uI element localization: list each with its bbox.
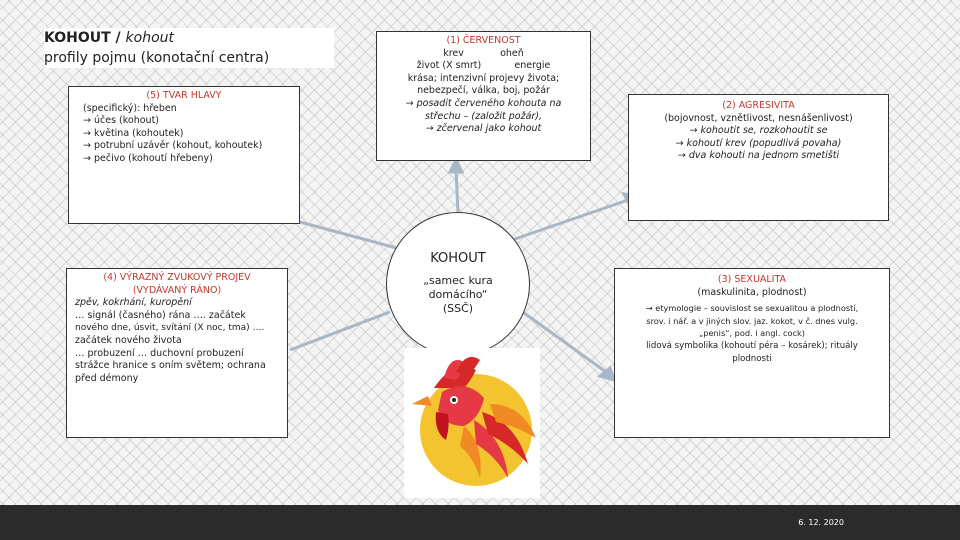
arrow-sexualita bbox=[596, 365, 617, 383]
hub-definition: „samec kura domácího“ (SSČ) bbox=[387, 274, 529, 316]
box-line: střechu – (založit požár), bbox=[424, 110, 543, 122]
box-line: krása; intenzivní projevy života; bbox=[407, 72, 560, 84]
arrow-cervenost bbox=[447, 156, 465, 174]
box-line: nebezpečí, válka, boj, požár bbox=[417, 85, 550, 97]
rooster-icon bbox=[412, 356, 536, 486]
box-line: → květina (kohoutek) bbox=[83, 127, 184, 139]
title-main: KOHOUT / kohout bbox=[44, 30, 175, 46]
box-line: → kohoutit se, rozkohoutit se bbox=[689, 125, 828, 137]
footer-bar: 6. 12. 2020 bbox=[0, 505, 960, 540]
connector-agresivita bbox=[511, 198, 629, 242]
connector-sexualita bbox=[519, 308, 607, 374]
box-line: → etymologie – souvislost se sexualitou … bbox=[645, 303, 859, 314]
box-line: → posadit červeného kohouta na bbox=[405, 97, 562, 109]
box-line: (specifický): hřeben bbox=[83, 102, 177, 114]
box-line: život (X smrt) energie bbox=[416, 60, 551, 72]
hub-def-1: „samec kura bbox=[423, 274, 493, 287]
box-line: „penis“, pod. i angl. cock) bbox=[699, 328, 805, 339]
box-zvukovy-head-1: (4) VÝRAZNÝ ZVUKOVÝ PROJEV bbox=[103, 272, 251, 283]
box-line: → zčervenal jako kohout bbox=[425, 123, 542, 135]
box-line: krev oheň bbox=[443, 47, 524, 59]
box-cervenost: (1) ČERVENOST krev oheň život (X smrt) e… bbox=[376, 31, 591, 161]
footer-date: 6. 12. 2020 bbox=[798, 518, 844, 527]
box-line: srov. i nář. a v jiných slov. jaz. kokot… bbox=[646, 315, 858, 326]
box-sexualita-head: (3) SEXUALITA bbox=[717, 274, 787, 285]
box-tvar-head: (5) TVAR HLAVY bbox=[146, 90, 222, 101]
box-line: nového dne, úsvit, svítání (X noc, tma) … bbox=[75, 323, 265, 334]
connector-zvukovy bbox=[289, 310, 391, 352]
hub-source: (SSČ) bbox=[442, 302, 474, 315]
box-tvar: (5) TVAR HLAVY (specifický): hřeben → úč… bbox=[68, 86, 300, 224]
box-line: strážce hranice s oním světem; ochrana bbox=[75, 360, 266, 372]
box-line: → kohoutí krev (popudlivá povaha) bbox=[675, 137, 842, 149]
hub-kohout: KOHOUT „samec kura domácího“ (SSČ) bbox=[386, 212, 530, 356]
title-sub: profily pojmu (konotační centra) bbox=[44, 50, 270, 66]
box-zvukovy: (4) VÝRAZNÝ ZVUKOVÝ PROJEV (VYDÁVANÝ RÁN… bbox=[66, 268, 288, 438]
connector-tvar bbox=[299, 220, 405, 252]
box-cervenost-head: (1) ČERVENOST bbox=[446, 35, 521, 46]
box-line: → potrubní uzávěr (kohout, kohoutek) bbox=[83, 140, 263, 152]
box-line: zpěv, kokrhání, kuropění bbox=[75, 297, 192, 309]
box-agresivita-head: (2) AGRESIVITA bbox=[722, 100, 795, 111]
rooster-image bbox=[404, 348, 540, 498]
box-line: před démony bbox=[75, 372, 139, 384]
hub-label: KOHOUT bbox=[430, 251, 486, 266]
hub-def-2: domácího“ bbox=[428, 288, 488, 301]
box-agresivita: (2) AGRESIVITA (bojovnost, vznětlivost, … bbox=[628, 94, 889, 221]
slide-title: KOHOUT / kohout profily pojmu (konotační… bbox=[44, 28, 334, 68]
box-line: → pečivo (kohoutí hřebeny) bbox=[83, 152, 213, 164]
box-line: (bojovnost, vznětlivost, nesnášenlivost) bbox=[664, 112, 853, 124]
connector-cervenost bbox=[454, 169, 460, 213]
box-zvukovy-head-2: (VYDÁVANÝ RÁNO) bbox=[132, 284, 222, 296]
box-sexualita: (3) SEXUALITA (maskulinita, plodnost) → … bbox=[614, 268, 890, 438]
box-line: → účes (kohout) bbox=[83, 115, 160, 127]
box-sub: (maskulinita, plodnost) bbox=[697, 286, 807, 298]
box-line: lidová symbolika (kohoutí péra – kosárek… bbox=[646, 340, 858, 351]
box-line: → dva kohouti na jednom smetišti bbox=[677, 150, 840, 162]
box-line: začátek nového života bbox=[75, 334, 182, 346]
box-line: … probuzení … duchovní probuzení bbox=[75, 347, 244, 359]
box-line: … signál (časného) rána …. začátek bbox=[75, 309, 246, 321]
title-italic: kohout bbox=[125, 30, 175, 46]
box-line: plodnosti bbox=[732, 353, 772, 364]
